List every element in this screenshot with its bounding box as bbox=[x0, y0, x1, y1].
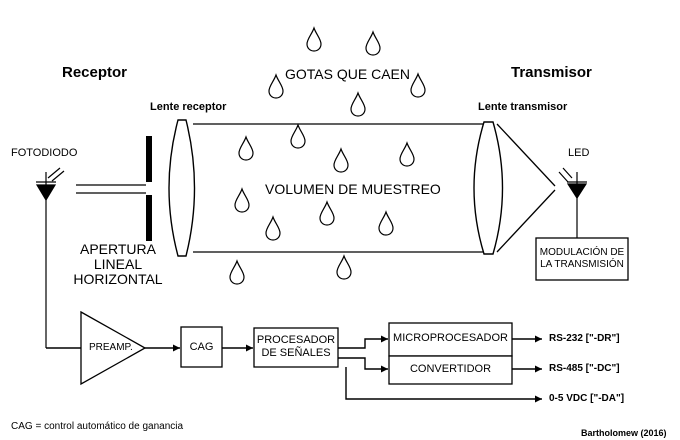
modulation-label-line: MODULACIÓN DE bbox=[539, 247, 625, 258]
rs485-output-label: RS-485 ["-DC"] bbox=[549, 363, 620, 374]
footnote: CAG = control automático de ganancia bbox=[11, 421, 184, 432]
signal-processor-label-line: PROCESADOR bbox=[256, 334, 336, 346]
received-beam-lines bbox=[76, 184, 146, 194]
drop-icon bbox=[238, 136, 254, 161]
cag-box bbox=[180, 326, 223, 368]
sampling-volume-label: VOLUMEN DE MUESTREO bbox=[265, 181, 441, 197]
drop-icon bbox=[350, 92, 366, 117]
drop-icon bbox=[336, 255, 352, 280]
aperture-label-line: APERTURA bbox=[80, 241, 156, 257]
signal-processor-label: PROCESADOR DE SEÑALES bbox=[254, 334, 338, 360]
led-icon bbox=[558, 167, 588, 238]
signal-processor-label-line: DE SEÑALES bbox=[261, 347, 331, 359]
vdc-output-label: 0-5 VDC ["-DA"] bbox=[549, 393, 625, 404]
drop-icon bbox=[319, 201, 335, 226]
photodiode-icon bbox=[35, 167, 65, 348]
aperture-label-line: HORIZONTAL bbox=[73, 271, 163, 287]
modulation-label: MODULACIÓN DE LA TRANSMISIÓN bbox=[536, 247, 628, 271]
credit: Bartholomew (2016) bbox=[581, 428, 667, 438]
signal-connectors bbox=[46, 335, 542, 403]
photodiode-label: FOTODIODO bbox=[11, 147, 78, 159]
microprocessor-box bbox=[388, 322, 513, 357]
drop-icon bbox=[265, 216, 281, 241]
receptor-heading: Receptor bbox=[62, 64, 128, 81]
aperture-label: APERTURA LINEAL HORIZONTAL bbox=[66, 242, 170, 287]
drop-icon bbox=[306, 27, 322, 52]
horizontal-slit-aperture bbox=[146, 136, 152, 241]
drop-icon bbox=[229, 260, 245, 285]
preamp-label: PREAMP. bbox=[89, 342, 133, 353]
drop-icon bbox=[290, 124, 306, 149]
transmitter-beam-cone bbox=[496, 123, 556, 253]
receiver-lens-label: Lente receptor bbox=[150, 101, 227, 113]
drop-icon bbox=[378, 211, 394, 236]
falling-drops-label: GOTAS QUE CAEN bbox=[285, 66, 410, 82]
cag-label: CAG bbox=[189, 341, 214, 353]
microprocessor-label: MICROPROCESADOR bbox=[393, 332, 508, 344]
receiver-lens bbox=[168, 119, 196, 257]
sampling-volume-boundary bbox=[193, 123, 485, 253]
modulation-box bbox=[535, 237, 629, 281]
modulation-label-line: LA TRANSMISIÓN bbox=[540, 259, 624, 270]
converter-label: CONVERTIDOR bbox=[409, 363, 492, 375]
drop-icon bbox=[410, 73, 426, 98]
aperture-label-line: LINEAL bbox=[93, 256, 143, 272]
drop-icon bbox=[268, 74, 284, 99]
transmisor-heading: Transmisor bbox=[511, 64, 592, 81]
signal-processor-box bbox=[253, 327, 339, 368]
led-label: LED bbox=[568, 147, 590, 159]
rs232-output-label: RS-232 ["-DR"] bbox=[549, 333, 620, 344]
transmitter-lens-label: Lente transmisor bbox=[478, 101, 568, 113]
drop-icon bbox=[365, 31, 381, 56]
drop-icon bbox=[234, 188, 250, 213]
converter-box bbox=[388, 355, 513, 385]
drop-icon bbox=[399, 142, 415, 167]
transmitter-lens bbox=[473, 121, 504, 255]
drop-icon bbox=[333, 148, 349, 173]
